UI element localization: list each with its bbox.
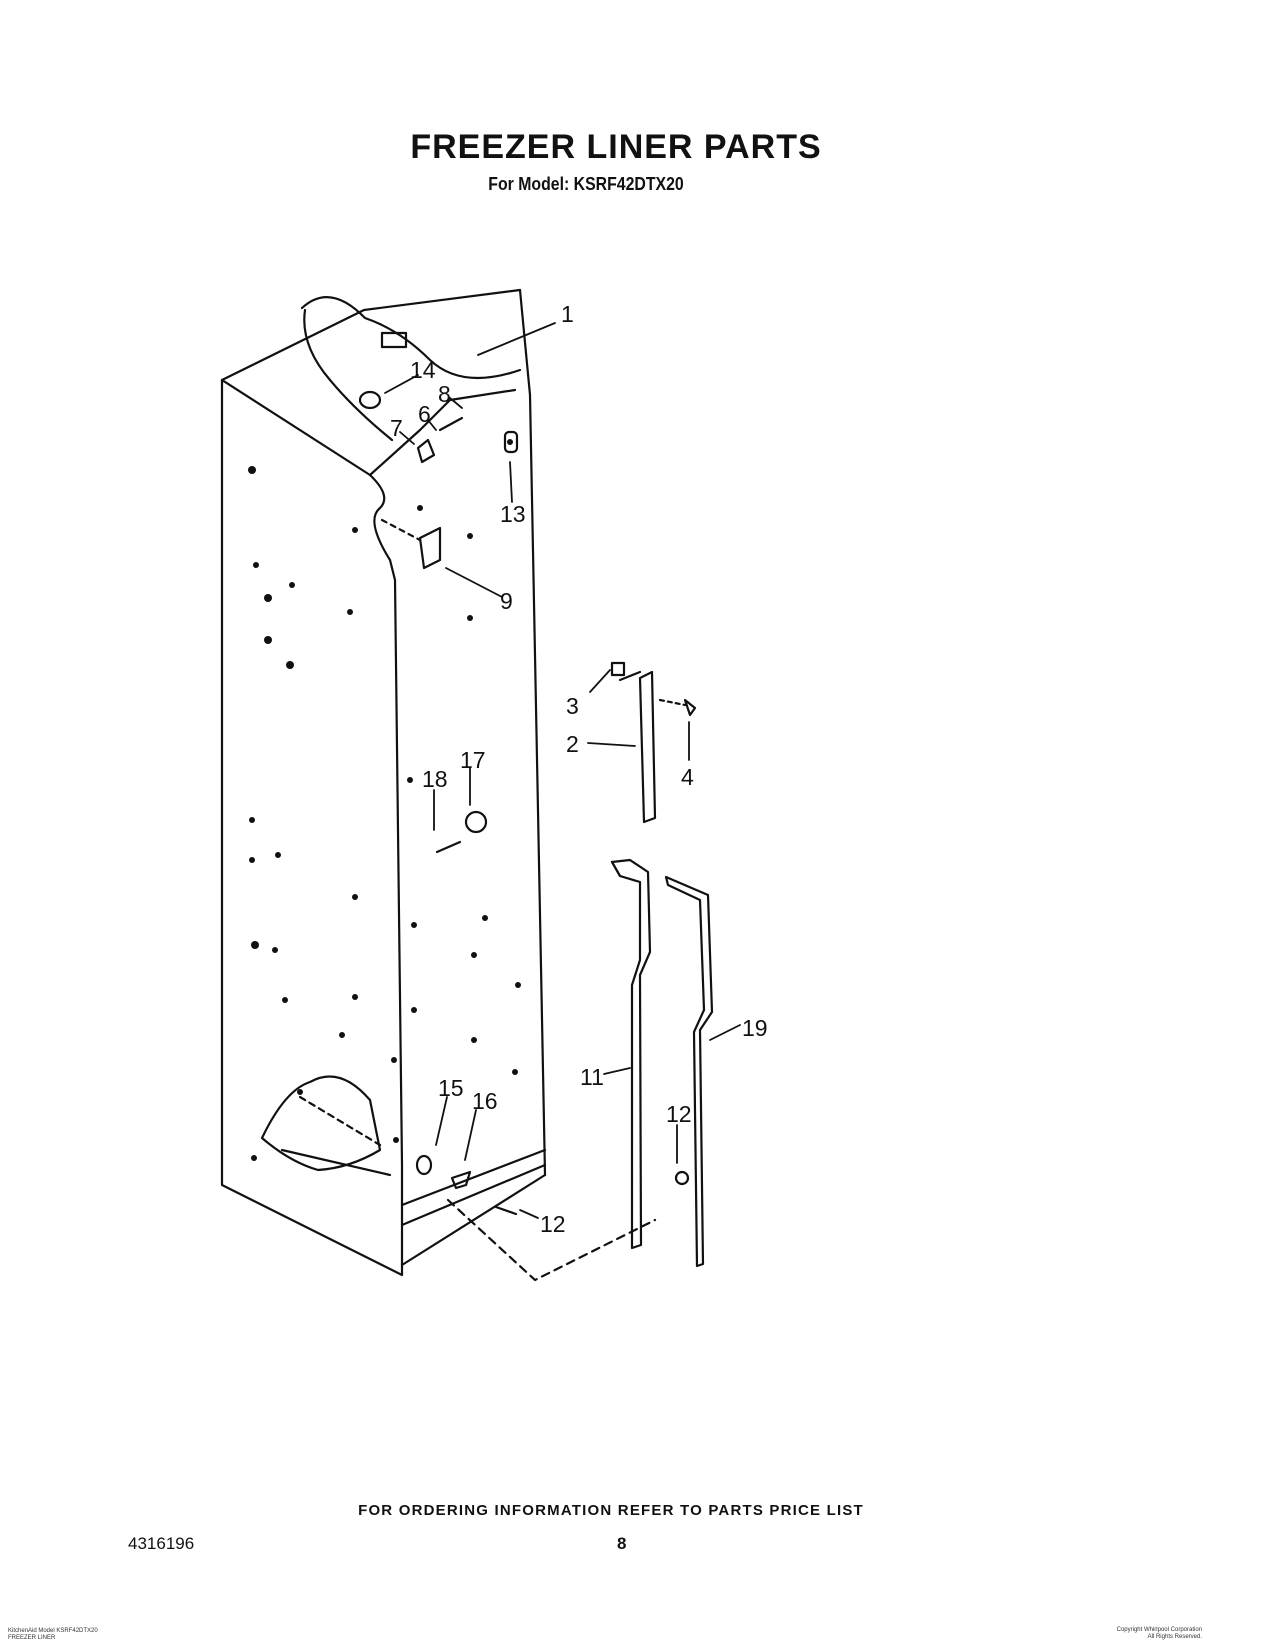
page-number: 8 [617, 1534, 627, 1553]
callout-12-bottom: 12 [540, 1211, 566, 1237]
footer-model-line: KitchenAid Model KSRF42DTX20 [8, 1628, 98, 1634]
callout-3: 3 [566, 693, 579, 719]
page-title: FREEZER LINER PARTS [410, 128, 822, 166]
callout-12-right: 12 [666, 1101, 692, 1127]
top-components [358, 331, 519, 570]
callout-13: 13 [500, 501, 526, 527]
freezer-liner-box [220, 288, 547, 1277]
callout-14: 14 [410, 357, 436, 383]
callout-18: 18 [422, 766, 448, 792]
model-subtitle: For Model: KSRF42DTX20 [488, 174, 684, 194]
copyright-line-1: Copyright Whirlpool Corporation [1116, 1627, 1202, 1633]
callout-2: 2 [566, 731, 579, 757]
callout-16: 16 [472, 1088, 498, 1114]
bottom-fasteners [415, 810, 690, 1282]
callout-11: 11 [580, 1064, 604, 1090]
document-number: 4316196 [128, 1534, 195, 1553]
callout-labels: 1 14 8 6 7 13 9 3 2 4 18 17 11 19 12 15 … [390, 301, 768, 1237]
callout-19: 19 [742, 1015, 768, 1041]
footer-model-info: KitchenAid Model KSRF42DTX20 FREEZER LIN… [8, 1628, 98, 1642]
callout-4: 4 [681, 764, 694, 790]
callout-8: 8 [438, 381, 451, 407]
callout-leaders [384, 322, 741, 1219]
part-2-rail [610, 661, 697, 824]
callout-9: 9 [500, 588, 513, 614]
callout-17: 17 [460, 747, 486, 773]
footer-copyright: Copyright Whirlpool Corporation All Righ… [1117, 1627, 1202, 1641]
copyright-line-2: All Rights Reserved. [1147, 1634, 1202, 1640]
callout-1: 1 [561, 301, 574, 327]
part-19-bracket [664, 875, 714, 1268]
part-11-bracket [610, 858, 652, 1250]
callout-6: 6 [418, 401, 431, 427]
callout-7: 7 [390, 415, 403, 441]
callout-15: 15 [438, 1075, 464, 1101]
ordering-note: FOR ORDERING INFORMATION REFER TO PARTS … [358, 1502, 864, 1519]
box-mounting-holes [248, 439, 521, 1161]
footer-section-line: FREEZER LINER [8, 1635, 56, 1641]
